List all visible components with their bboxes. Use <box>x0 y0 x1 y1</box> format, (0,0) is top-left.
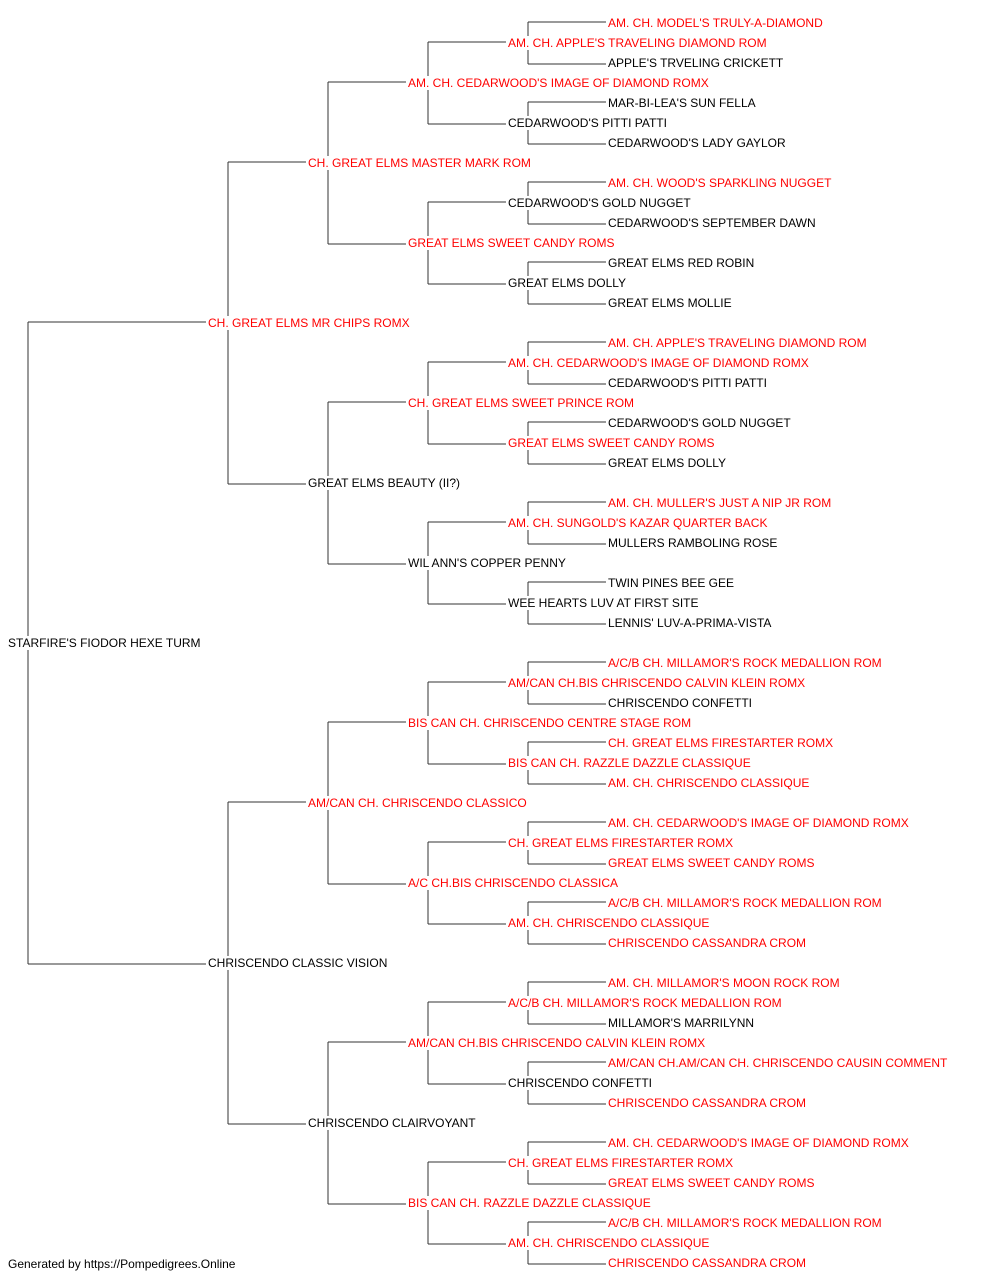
dog-name-gen4: CH. GREAT ELMS FIRESTARTER ROMX <box>508 1156 736 1170</box>
dog-name-gen5: AM. CH. CEDARWOOD'S IMAGE OF DIAMOND ROM… <box>608 1136 911 1150</box>
dog-name-gen5: A/C/B CH. MILLAMOR'S ROCK MEDALLION ROM <box>608 896 884 910</box>
dog-name-gen5: TWIN PINES BEE GEE <box>608 576 737 590</box>
dog-name-gen4: CEDARWOOD'S GOLD NUGGET <box>508 196 693 210</box>
dog-name-gen5: CEDARWOOD'S PITTI PATTI <box>608 376 769 390</box>
dog-name-gen4: BIS CAN CH. RAZZLE DAZZLE CLASSIQUE <box>508 756 753 770</box>
dog-name-gen3: GREAT ELMS SWEET CANDY ROMS <box>408 236 617 250</box>
dog-name-gen5: AM. CH. APPLE'S TRAVELING DIAMOND ROM <box>608 336 869 350</box>
dog-name-gen3: BIS CAN CH. CHRISCENDO CENTRE STAGE ROM <box>408 716 694 730</box>
dog-name-gen3: CH. GREAT ELMS SWEET PRINCE ROM <box>408 396 637 410</box>
dog-name-gen5: LENNIS' LUV-A-PRIMA-VISTA <box>608 616 774 630</box>
dog-name-gen5: AM. CH. WOOD'S SPARKLING NUGGET <box>608 176 834 190</box>
dog-name-gen5: MULLERS RAMBOLING ROSE <box>608 536 780 550</box>
dog-name-gen3: AM. CH. CEDARWOOD'S IMAGE OF DIAMOND ROM… <box>408 76 711 90</box>
dog-name-gen5: CHRISCENDO CASSANDRA CROM <box>608 1256 809 1270</box>
dog-name-gen5: CHRISCENDO CASSANDRA CROM <box>608 936 809 950</box>
dog-name-gen1: CHRISCENDO CLASSIC VISION <box>208 956 390 970</box>
generated-by-footer: Generated by https://Pompedigrees.Online <box>8 1257 236 1271</box>
dog-name-gen0-subject: STARFIRE'S FIODOR HEXE TURM <box>8 636 203 650</box>
dog-name-gen4: CH. GREAT ELMS FIRESTARTER ROMX <box>508 836 736 850</box>
dog-name-gen2: CHRISCENDO CLAIRVOYANT <box>308 1116 478 1130</box>
dog-name-gen5: AM. CH. MULLER'S JUST A NIP JR ROM <box>608 496 834 510</box>
dog-name-gen5: MILLAMOR'S MARRILYNN <box>608 1016 757 1030</box>
dog-name-gen5: MAR-BI-LEA'S SUN FELLA <box>608 96 758 110</box>
dog-name-gen5: CHRISCENDO CASSANDRA CROM <box>608 1096 809 1110</box>
dog-name-gen5: GREAT ELMS MOLLIE <box>608 296 734 310</box>
dog-name-gen3: WIL ANN'S COPPER PENNY <box>408 556 568 570</box>
dog-name-gen5: CEDARWOOD'S LADY GAYLOR <box>608 136 788 150</box>
dog-name-gen5: CHRISCENDO CONFETTI <box>608 696 754 710</box>
dog-name-gen4: WEE HEARTS LUV AT FIRST SITE <box>508 596 701 610</box>
dog-name-gen4: CEDARWOOD'S PITTI PATTI <box>508 116 669 130</box>
dog-name-gen4: AM. CH. APPLE'S TRAVELING DIAMOND ROM <box>508 36 769 50</box>
dog-name-gen5: CH. GREAT ELMS FIRESTARTER ROMX <box>608 736 836 750</box>
dog-name-gen4: AM. CH. SUNGOLD'S KAZAR QUARTER BACK <box>508 516 770 530</box>
dog-name-gen2: GREAT ELMS BEAUTY (II?) <box>308 476 463 490</box>
dog-name-gen5: AM. CH. CHRISCENDO CLASSIQUE <box>608 776 812 790</box>
dog-name-gen4: A/C/B CH. MILLAMOR'S ROCK MEDALLION ROM <box>508 996 784 1010</box>
dog-name-gen4: GREAT ELMS SWEET CANDY ROMS <box>508 436 717 450</box>
dog-name-gen5: CEDARWOOD'S GOLD NUGGET <box>608 416 793 430</box>
dog-name-gen1: CH. GREAT ELMS MR CHIPS ROMX <box>208 316 412 330</box>
dog-name-gen4: CHRISCENDO CONFETTI <box>508 1076 654 1090</box>
dog-name-gen2: CH. GREAT ELMS MASTER MARK ROM <box>308 156 533 170</box>
dog-name-gen5: AM. CH. CEDARWOOD'S IMAGE OF DIAMOND ROM… <box>608 816 911 830</box>
dog-name-gen5: GREAT ELMS RED ROBIN <box>608 256 757 270</box>
dog-name-gen5: AM. CH. MODEL'S TRULY-A-DIAMOND <box>608 16 825 30</box>
dog-name-gen5: APPLE'S TRVELING CRICKETT <box>608 56 786 70</box>
dog-name-gen5: CEDARWOOD'S SEPTEMBER DAWN <box>608 216 818 230</box>
dog-name-gen4: AM. CH. CHRISCENDO CLASSIQUE <box>508 916 712 930</box>
dog-name-gen5: AM/CAN CH.AM/CAN CH. CHRISCENDO CAUSIN C… <box>608 1056 950 1070</box>
dog-name-gen5: A/C/B CH. MILLAMOR'S ROCK MEDALLION ROM <box>608 1216 884 1230</box>
dog-name-gen4: AM. CH. CEDARWOOD'S IMAGE OF DIAMOND ROM… <box>508 356 811 370</box>
dog-name-gen5: A/C/B CH. MILLAMOR'S ROCK MEDALLION ROM <box>608 656 884 670</box>
dog-name-gen5: GREAT ELMS SWEET CANDY ROMS <box>608 1176 817 1190</box>
dog-name-gen4: GREAT ELMS DOLLY <box>508 276 629 290</box>
dog-name-gen5: AM. CH. MILLAMOR'S MOON ROCK ROM <box>608 976 842 990</box>
dog-name-gen3: AM/CAN CH.BIS CHRISCENDO CALVIN KLEIN RO… <box>408 1036 708 1050</box>
dog-name-gen4: AM. CH. CHRISCENDO CLASSIQUE <box>508 1236 712 1250</box>
dog-name-gen4: AM/CAN CH.BIS CHRISCENDO CALVIN KLEIN RO… <box>508 676 808 690</box>
dog-name-gen5: GREAT ELMS SWEET CANDY ROMS <box>608 856 817 870</box>
dog-name-gen3: BIS CAN CH. RAZZLE DAZZLE CLASSIQUE <box>408 1196 653 1210</box>
dog-name-gen5: GREAT ELMS DOLLY <box>608 456 729 470</box>
dog-name-gen2: AM/CAN CH. CHRISCENDO CLASSICO <box>308 796 529 810</box>
dog-name-gen3: A/C CH.BIS CHRISCENDO CLASSICA <box>408 876 621 890</box>
